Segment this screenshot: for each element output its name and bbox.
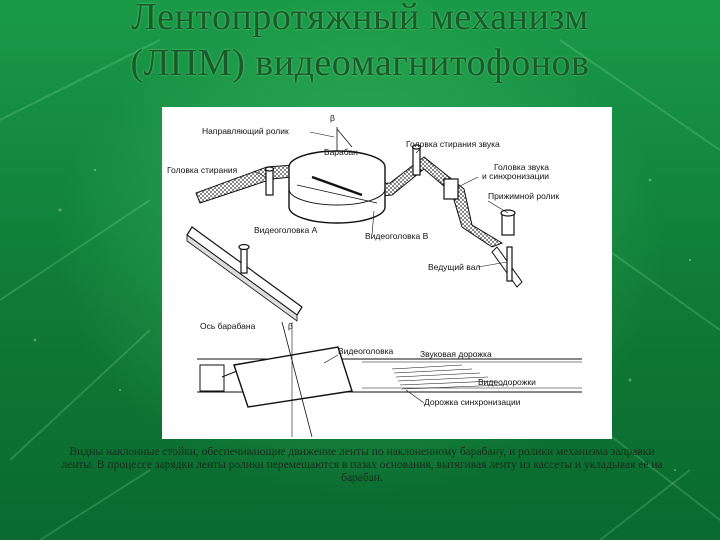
label-video-tracks: Видеодорожки	[478, 377, 536, 387]
label-audio-erase-head: Головка стирания звука	[406, 139, 500, 149]
lower-labels: Ось барабана β Видеоголовка Звуковая дор…	[200, 321, 536, 407]
video-head-a-mark	[311, 175, 363, 197]
loading-roller-post	[240, 246, 248, 274]
label-sync-track: Дорожка синхронизации	[424, 397, 521, 407]
label-video-head-b: Видеоголовка В	[365, 231, 429, 241]
upper-labels: Направляющий ролик β Барабан Головка сти…	[167, 113, 559, 272]
drum-axis-line	[281, 321, 313, 438]
label-audio-sync-head: Головка звука и синхронизации	[482, 162, 551, 181]
title-line-1: Лентопротяжный механизм	[131, 0, 589, 38]
label-video-head-a: Видеоголовка А	[254, 225, 318, 235]
lower-tape-plan	[197, 321, 582, 438]
guide-post-right	[412, 146, 421, 176]
label-audio-track: Звуковая дорожка	[420, 349, 492, 359]
label-erase-head: Головка стирания	[167, 165, 238, 175]
label-guide-roller: Направляющий ролик	[202, 126, 289, 136]
diagram-drawing: Направляющий ролик β Барабан Головка сти…	[167, 113, 582, 438]
label-capstan: Ведущий вал	[428, 262, 480, 272]
label-video-head: Видеоголовка	[338, 346, 393, 356]
slide-title: Лентопротяжный механизм (ЛПМ) видеомагни…	[0, 0, 720, 86]
label-beta-top: β	[330, 113, 335, 123]
tape-transport-diagram: Направляющий ролик β Барабан Головка сти…	[162, 107, 612, 439]
audio-sync-head-block	[443, 178, 459, 200]
label-drum-axis: Ось барабана	[200, 321, 256, 331]
label-beta-bottom: β	[288, 321, 293, 331]
erase-head-post	[265, 168, 274, 196]
capstan-shaft	[506, 246, 513, 282]
slide-caption: Видны наклонные стойки, обеспечивающие д…	[61, 446, 663, 484]
drum-assembly	[288, 127, 386, 224]
label-pinch-roller: Прижимной ролик	[488, 191, 559, 201]
label-drum: Барабан	[324, 147, 358, 157]
tilted-drum-footprint	[233, 346, 353, 408]
title-line-2: (ЛПМ) видеомагнитофонов	[130, 42, 590, 84]
